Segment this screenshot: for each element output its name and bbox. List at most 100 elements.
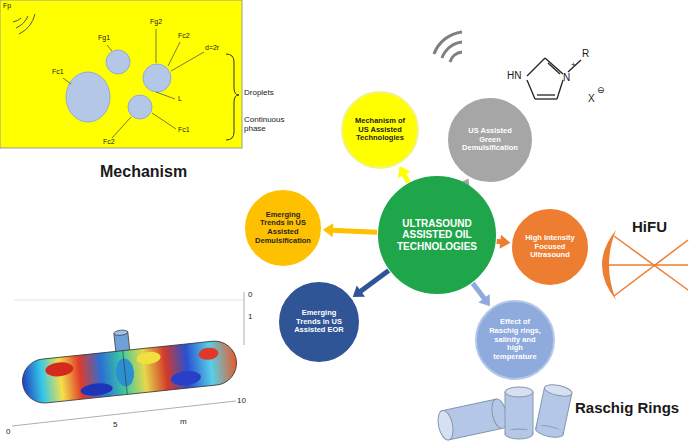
mechanism-panel-part — [106, 50, 130, 74]
mechanism-panel-part — [152, 113, 176, 129]
raschig-rings-part — [506, 430, 532, 434]
sound-waves — [434, 32, 462, 62]
arrow-head — [500, 235, 511, 249]
figure-title: Raschig Rings — [575, 400, 679, 417]
topic-circle: Mechanism of US Assisted Technologies — [341, 91, 419, 169]
raschig-rings-part — [505, 392, 533, 434]
simulation-plot-part-part-part — [136, 351, 161, 365]
topic-circle: Emerging Trends in US Assisted EOR — [279, 282, 359, 362]
topic-circle: Effect of Raschig rings, salinity and hi… — [475, 300, 555, 380]
node-text: Effect of Raschig rings, salinity and hi… — [486, 318, 545, 361]
annotation-label: + — [571, 61, 576, 70]
imidazolium-structure-part — [548, 63, 560, 74]
annotation-label: m — [180, 418, 187, 427]
figure-title: HiFU — [632, 219, 667, 236]
mechanism-panel-part — [168, 42, 180, 66]
node-text: ULTRASOUND ASSISTED OIL TECHNOLOGIES — [394, 218, 481, 253]
hifu-transducer-part — [606, 264, 688, 266]
simulation-plot — [12, 292, 244, 426]
mechanism-panel-part — [63, 78, 71, 84]
annotation-label: Fc2 — [103, 138, 115, 146]
raschig-rings-part — [535, 383, 573, 440]
mechanism-panel-part — [128, 95, 152, 119]
imidazolium-structure — [527, 58, 581, 99]
simulation-plot-part-part-part — [45, 361, 74, 378]
simulation-plot-part — [14, 300, 244, 301]
imidazolium-structure-part — [527, 58, 545, 76]
arrow-connector — [398, 166, 410, 182]
mechanism-panel-part — [226, 54, 239, 140]
simulation-plot-part — [12, 401, 236, 426]
arrow-shaft — [331, 230, 377, 232]
simulation-plot-part-part — [45, 345, 222, 401]
topic-circle: High Intensity Focused Ultrasound — [512, 209, 588, 285]
sound-waves-part — [442, 42, 462, 58]
hifu-transducer-part — [614, 236, 688, 290]
node-text: Emerging Trends in US Assisted Demulsifi… — [255, 211, 311, 246]
hifu-transducer-part — [614, 240, 688, 296]
mechanism-panel-part — [156, 92, 175, 99]
annotation-label: 0 — [248, 291, 252, 300]
imidazolium-structure-part — [527, 80, 535, 99]
central-circle: ULTRASOUND ASSISTED OIL TECHNOLOGIES — [378, 176, 496, 294]
raschig-rings-part — [505, 387, 533, 397]
arrow-head — [353, 286, 365, 298]
mechanism-panel-part — [19, 14, 35, 34]
arrow-connector — [497, 235, 511, 249]
annotation-label: 0 — [6, 428, 10, 437]
simulation-plot-part-part — [114, 330, 128, 336]
annotation-label: 1 — [248, 313, 252, 322]
arrow-shaft — [473, 283, 485, 300]
annotation-label: Fg2 — [150, 18, 162, 26]
raschig-rings-part-part — [535, 424, 564, 440]
mechanism-panel-part — [0, 0, 242, 148]
simulation-plot-part — [18, 319, 239, 406]
simulation-plot-part-part-part — [198, 347, 219, 361]
annotation-label: Fp — [3, 2, 11, 10]
topic-circle: US Assisted Green Demulsification — [448, 98, 532, 182]
annotation-label: N — [563, 72, 570, 83]
arrow-head — [478, 294, 490, 306]
node-text: High Intensity Focused Ultrasound — [522, 234, 578, 260]
arrow-connector — [353, 271, 389, 297]
mechanism-panel — [0, 0, 242, 148]
node-text: Mechanism of US Assisted Technologies — [351, 117, 409, 143]
node-text: US Assisted Green Demulsification — [459, 127, 521, 153]
node-text: Emerging Trends in US Assisted EOR — [290, 309, 349, 335]
annotation-label: Continuous phase — [244, 116, 300, 134]
annotation-label: X — [588, 93, 595, 104]
mechanism-panel-part — [143, 64, 171, 92]
raschig-rings — [436, 383, 573, 442]
annotation-label: Fc1 — [178, 126, 190, 134]
annotation-label: R — [582, 48, 589, 59]
raschig-rings-part — [505, 429, 533, 439]
mechanism-panel-part — [171, 52, 204, 71]
simulation-plot-part-part-part — [170, 370, 201, 387]
simulation-plot-part-part — [20, 339, 238, 405]
annotation-label: L — [178, 95, 182, 103]
imidazolium-structure-part — [545, 58, 563, 74]
annotation-label: Fc2 — [178, 32, 190, 40]
annotation-label: Droplets — [244, 89, 274, 98]
raschig-rings-part-part — [543, 383, 572, 399]
annotation-label: HN — [507, 70, 521, 81]
imidazolium-structure-part — [537, 94, 555, 95]
simulation-plot-part-part — [123, 351, 128, 395]
annotation-label: 5 — [113, 421, 117, 430]
annotation-label: 10 — [237, 397, 246, 406]
arrow-connector — [473, 283, 490, 306]
figure-title: Mechanism — [100, 163, 187, 181]
mechanism-panel-part — [112, 117, 131, 138]
sound-waves-part — [434, 32, 462, 54]
imidazolium-structure-part — [535, 98, 557, 99]
mechanism-panel-part — [107, 45, 112, 51]
arrow-connector — [323, 223, 377, 237]
raschig-rings-part-part — [537, 425, 563, 434]
topic-circle: Emerging Trends in US Assisted Demulsifi… — [245, 190, 321, 266]
annotation-label: Fg1 — [98, 34, 110, 42]
annotation-label: d=2r — [205, 44, 219, 52]
sound-waves-part — [450, 52, 462, 62]
